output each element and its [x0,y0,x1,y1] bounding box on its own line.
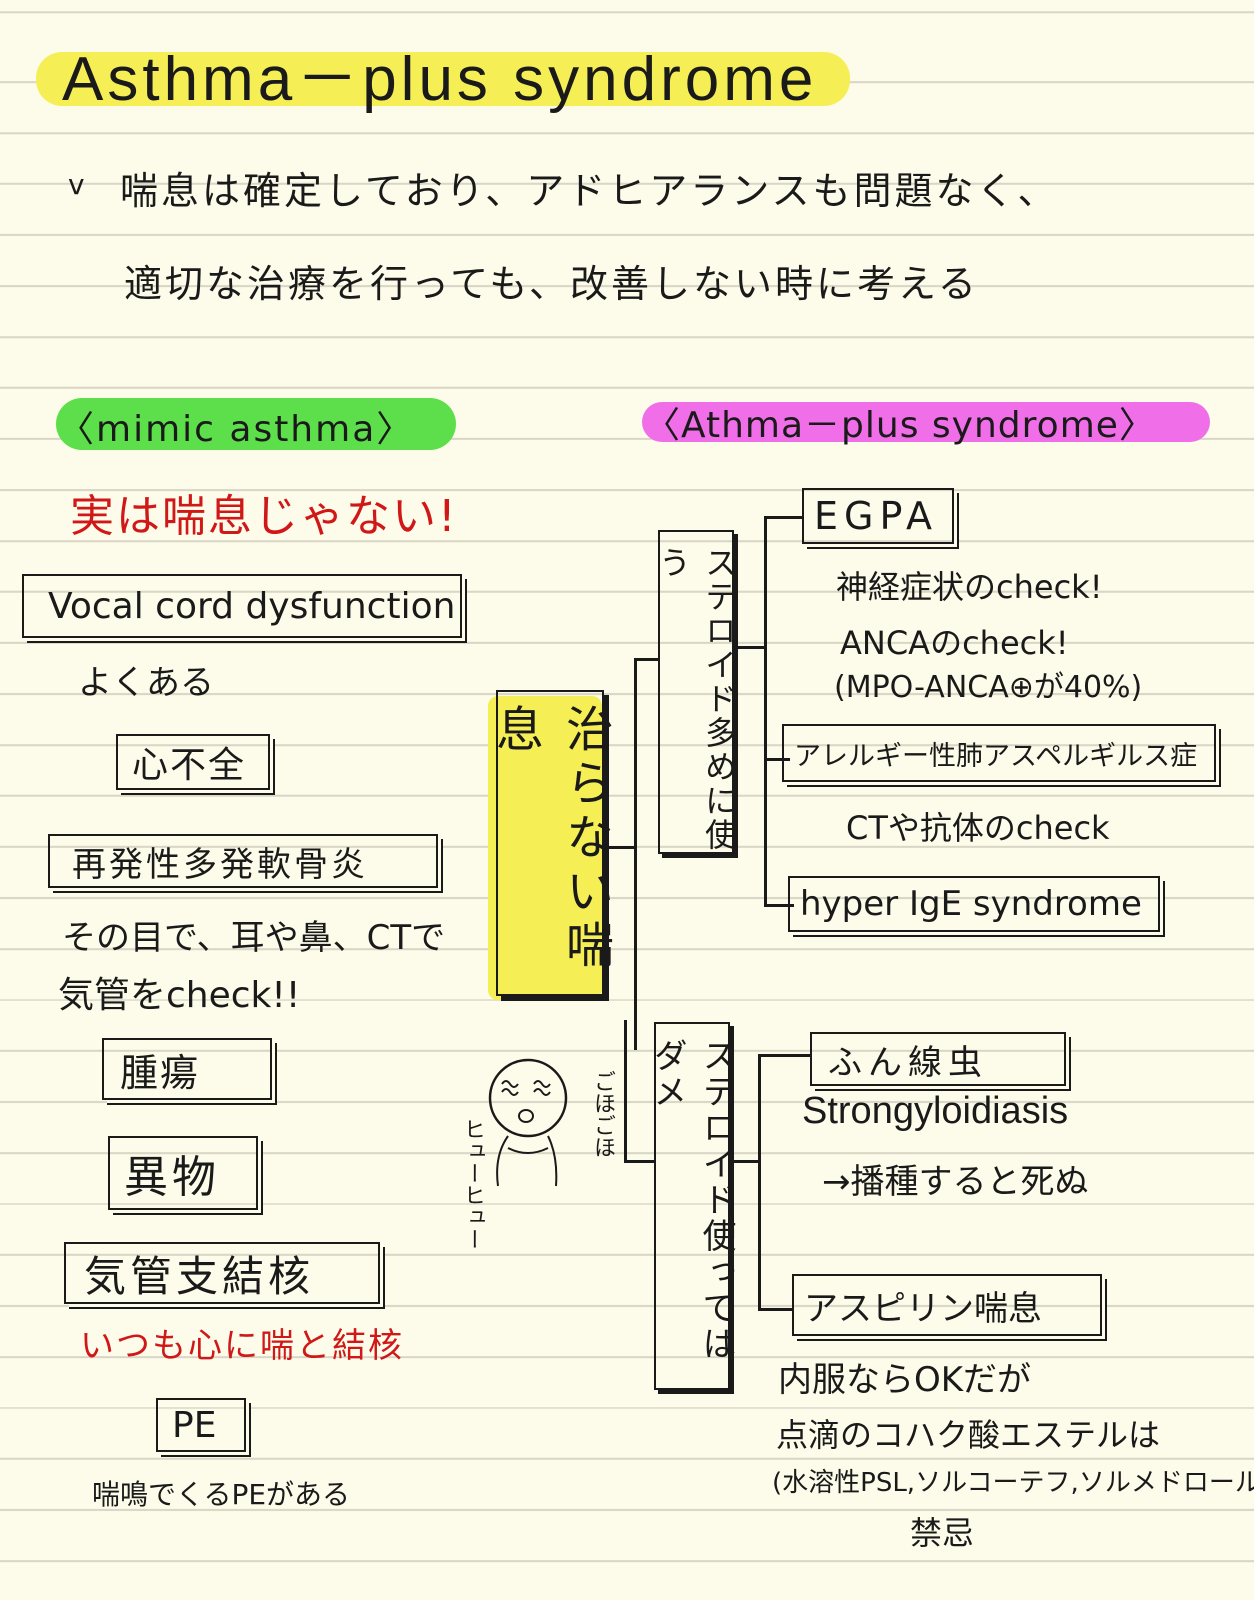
box-steroid-no: ステロイド使ってはダメ [647,1022,736,1390]
box-foreign-body: 異物 [108,1136,258,1210]
heart-failure-label: 心不全 [132,745,247,786]
egpa-note-2: ANCAのcheck! [840,624,1069,662]
connector-bottom-out [730,1160,760,1163]
connector-bottom-vertical [758,1054,761,1310]
vocal-cord-label: Vocal cord dysfunction [48,585,456,627]
polychondritis-note-1: その目で、耳や鼻、CTで [62,918,446,958]
egpa-note-1: 神経症状のcheck! [836,568,1103,606]
box-bronchial-tb: 気管支結核 [64,1242,380,1304]
aspirin-note-4: 禁忌 [910,1514,975,1552]
box-aspirin: アスピリン喘息 [792,1274,1102,1336]
polychondritis-note-2: 気管をcheck!! [58,975,301,1016]
box-center: 治らない喘息 [487,690,613,996]
strongy-label: ふん線虫 [828,1042,988,1083]
connector-trunk [634,658,637,1050]
intro-line-1: 喘息は確定しており、アドヒアランスも問題なく、 [120,169,1059,213]
aspirin-label: アスピリン喘息 [804,1288,1042,1329]
connector-top-vertical [764,516,767,906]
abpa-label: アレルギー性肺アスペルギルス症 [794,740,1198,772]
title-highlight [36,52,850,106]
wheeze-text: ヒューヒュー [460,1118,485,1250]
connector-to-bottom-branch [624,1160,654,1163]
steroid-more-label: ステロイド多めに使う [654,546,738,852]
connector-to-egpa [764,516,804,519]
bronchial-tb-note: いつも心に喘と結核 [80,1326,404,1366]
box-steroid-more: ステロイド多めに使う [654,530,738,854]
connector-top-out [736,646,766,649]
box-abpa: アレルギー性肺アスペルギルス症 [782,724,1216,782]
connector-to-top-branch [634,658,660,661]
check-mark: v [68,168,85,201]
egpa-label: EGPA [814,494,938,538]
asthma-plus-header-highlight [642,402,1210,442]
steroid-no-label: ステロイド使ってはダメ [647,1038,736,1362]
bronchial-tb-label: 気管支結核 [84,1251,315,1301]
aspirin-note-1: 内服ならOKだが [778,1360,1032,1400]
connector-to-aspirin [758,1308,792,1311]
relapsing-polychondritis-label: 再発性多発軟骨炎 [72,844,368,885]
pe-note: 喘鳴でくるPEがある [92,1478,351,1511]
pe-label: PE [172,1404,217,1446]
cough-text: ごほごほ [590,1070,615,1158]
aspirin-note-3: (水溶性PSL,ソルコーテフ,ソルメドロール) [772,1468,1254,1498]
center-highlight [488,696,602,1000]
box-tumor: 腫瘍 [102,1038,272,1100]
connector-center-out [606,846,636,849]
mimic-header: 〈mimic asthma〉 [58,409,415,450]
asthma-plus-header: 〈Athma－plus syndrome〉 [644,405,1156,446]
box-strongy: ふん線虫 [810,1032,1066,1086]
box-pe: PE [156,1398,246,1452]
vocal-cord-note: よくある [78,663,214,703]
abpa-note: CTや抗体のcheck [846,809,1110,847]
strongy-note-2: →播種すると死ぬ [822,1162,1089,1202]
box-egpa: EGPA [802,488,954,544]
box-relapsing-polychondritis: 再発性多発軟骨炎 [48,834,438,888]
hyper-ige-label: hyper IgE syndrome [800,884,1142,924]
connector-to-hyper-ige [764,904,794,907]
aspirin-note-2: 点滴のコハク酸エステルは [776,1416,1161,1454]
mimic-header-highlight [56,398,456,450]
foreign-body-label: 異物 [124,1152,220,1203]
box-vocal-cord: Vocal cord dysfunction [22,574,462,638]
connector-trunk-lower [624,1020,627,1162]
box-heart-failure: 心不全 [116,734,270,790]
center-label: 治らない喘息 [487,704,613,974]
connector-to-abpa [764,758,790,761]
page-title: Asthma－plus syndrome [62,45,818,114]
egpa-note-3: (MPO-ANCA⊕が40%) [834,670,1143,705]
mimic-subtitle: 実は喘息じゃない! [70,491,458,542]
connector-to-strongy [758,1054,810,1057]
strongy-note-1: Strongyloidiasis [802,1090,1069,1132]
coughing-person-doodle [488,1058,568,1187]
intro-line-2: 適切な治療を行っても、改善しない時に考える [124,262,979,306]
tumor-label: 腫瘍 [120,1050,201,1095]
box-hyper-ige: hyper IgE syndrome [788,876,1160,932]
